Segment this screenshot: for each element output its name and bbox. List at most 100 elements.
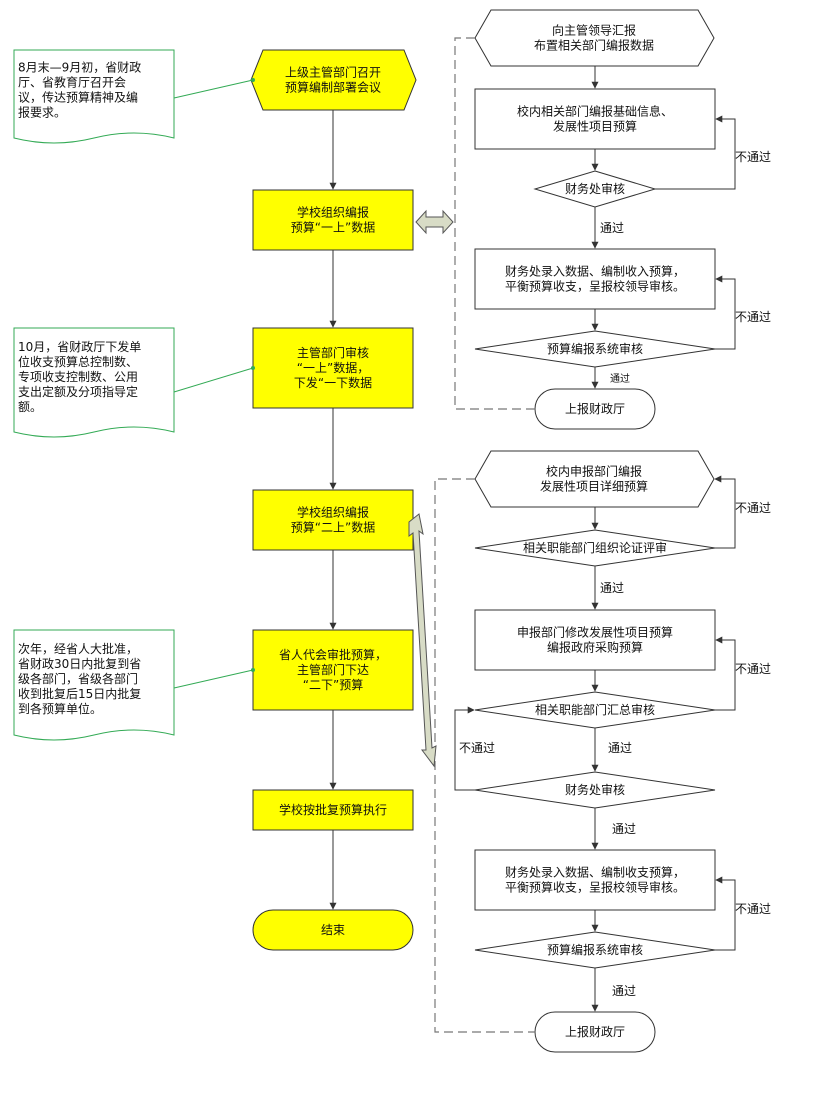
- upper-fail-label-1: 不通过: [735, 150, 771, 164]
- text-line: 议，传达预算精神及编: [18, 90, 138, 105]
- text-line: 预算编报系统审核: [547, 341, 643, 356]
- lower-arrows: [454, 475, 736, 1012]
- main-end-text: 结束: [321, 923, 345, 937]
- lower-expert-review-text: 相关职能部门组织论证评审: [523, 540, 667, 555]
- lower-pass-label-4: 通过: [612, 984, 636, 998]
- upper-report-leader-text: 向主管领导汇报布置相关部门编报数据: [534, 23, 654, 53]
- text-line: 编报政府采购预算: [547, 640, 643, 655]
- upper-double-arrow: [415, 209, 454, 235]
- note1-box: [13, 49, 175, 144]
- upper-fail-label-2: 不通过: [735, 310, 771, 324]
- main-step5-text: 省人代会审批预算，主管部门下达“二下”预算: [279, 647, 387, 692]
- lower-pass-label-2: 通过: [608, 741, 632, 755]
- text-line: 次年，经省人大批准，: [18, 641, 138, 656]
- upper-pass-label-1: 通过: [600, 221, 624, 235]
- lower-fail-label-4: 不通过: [459, 741, 495, 755]
- text-line: 平衡预算收支，呈报校领导审核。: [505, 279, 685, 294]
- text-line: 结束: [321, 923, 345, 937]
- main-step6-box: [252, 789, 414, 831]
- note1-text: 8月末—9月初，省财政厅、省教育厅召开会议，传达预算精神及编报要求。: [18, 61, 141, 120]
- lower-system-review-text: 预算编报系统审核: [547, 942, 643, 957]
- upper-dept-prepare-box: [474, 88, 716, 150]
- note3-connector: [173, 668, 255, 689]
- text-line: 发展性项目详细预算: [540, 479, 648, 494]
- text-line: 预算“一上”数据: [291, 220, 375, 235]
- main-end-shape: [252, 909, 414, 951]
- lower-fail-label-1: 不通过: [735, 501, 771, 515]
- upper-finance-entry-box: [474, 248, 716, 310]
- upper-finance-entry-text: 财务处录入数据、编制收入预算，平衡预算收支，呈报校领导审核。: [505, 264, 685, 294]
- text-line: 学校组织编报: [297, 205, 369, 220]
- text-line: 位收支预算总控制数、: [18, 354, 138, 369]
- main-step6-text: 学校按批复预算执行: [279, 802, 387, 817]
- text-line: 学校组织编报: [297, 505, 369, 520]
- upper-finance-review-text: 财务处审核: [565, 181, 625, 196]
- text-line: 相关职能部门组织论证评审: [523, 540, 667, 555]
- note3-text: 次年，经省人大批准，省财政30日内批复到省级各部门，省级各部门收到批复后15日内…: [18, 641, 141, 716]
- text-line: 学校按批复预算执行: [279, 802, 387, 817]
- note2-connector: [173, 366, 255, 393]
- lower-dept-revise-text: 申报部门修改发展性项目预算编报政府采购预算: [517, 625, 673, 655]
- text-line: 8月末—9月初，省财政: [18, 61, 141, 75]
- lower-finance-review-text: 财务处审核: [565, 782, 625, 797]
- text-line: 10月，省财政厅下发单: [18, 339, 141, 354]
- text-line: 校内相关部门编报基础信息、: [517, 104, 673, 119]
- lower-submit-text: 上报财政厅: [565, 1024, 625, 1039]
- text-line: 级各部门，省级各部门: [18, 671, 138, 686]
- text-line: 申报部门修改发展性项目预算: [517, 625, 673, 640]
- text-line: “二下”预算: [303, 677, 363, 692]
- lower-pass-label-1: 通过: [600, 581, 624, 595]
- text-line: 上级主管部门召开: [285, 65, 381, 80]
- note2-text: 10月，省财政厅下发单位收支预算总控制数、专项收支控制数、公用支出定额及分项指导…: [18, 339, 141, 414]
- note3-box: [13, 629, 175, 741]
- text-line: 主管部门审核: [297, 345, 369, 360]
- text-line: 上报财政厅: [565, 401, 625, 416]
- text-line: 报要求。: [18, 105, 66, 120]
- main-step3-box: [252, 327, 414, 409]
- note1-connector: [173, 78, 255, 99]
- lower-finance-entry-text: 财务处录入数据、编制收支预算，平衡预算收支，呈报校领导审核。: [505, 865, 685, 895]
- text-line: 收到批复后15日内批复: [18, 686, 141, 701]
- upper-submit-text: 上报财政厅: [565, 401, 625, 416]
- text-line: 财务处审核: [565, 181, 625, 196]
- text-line: 主管部门下达: [297, 662, 369, 677]
- lower-fail-label-3: 不通过: [735, 902, 771, 916]
- lower-pass-label-3: 通过: [612, 822, 636, 836]
- text-line: 支出定额及分项指导定: [18, 384, 138, 399]
- text-line: 财务处录入数据、编制收支预算，: [505, 865, 685, 880]
- text-line: 额。: [18, 400, 42, 414]
- text-line: 预算编制部署会议: [285, 80, 381, 95]
- text-line: 专项收支控制数、公用: [18, 369, 138, 384]
- text-line: 相关职能部门汇总审核: [535, 702, 655, 717]
- upper-dept-prepare-text: 校内相关部门编报基础信息、发展性项目预算: [517, 104, 673, 134]
- text-line: 厅、省教育厅召开会: [18, 75, 126, 90]
- diagonal-double-arrow: [408, 513, 437, 768]
- upper-system-review-text: 预算编报系统审核: [547, 341, 643, 356]
- main-step3-text: 主管部门审核“一上”数据，下发“一下数据: [294, 345, 372, 390]
- main-step1-text: 上级主管部门召开预算编制部署会议: [285, 65, 381, 95]
- main-step2-text: 学校组织编报预算“一上”数据: [291, 205, 375, 235]
- text-line: 向主管领导汇报: [552, 23, 636, 38]
- text-line: 到各预算单位。: [18, 701, 102, 716]
- text-line: 财务处审核: [565, 782, 625, 797]
- text-line: 财务处录入数据、编制收入预算，: [505, 264, 685, 279]
- note2-box: [13, 327, 175, 438]
- text-line: 发展性项目预算: [553, 119, 637, 134]
- text-line: 下发“一下数据: [294, 375, 372, 390]
- text-line: 省人代会审批预算，: [279, 647, 387, 662]
- lower-summary-review-text: 相关职能部门汇总审核: [535, 702, 655, 717]
- text-line: 布置相关部门编报数据: [534, 38, 654, 53]
- text-line: 预算“二上”数据: [291, 520, 375, 535]
- text-line: 平衡预算收支，呈报校领导审核。: [505, 880, 685, 895]
- lower-fail-label-2: 不通过: [735, 662, 771, 676]
- main-step4-text: 学校组织编报预算“二上”数据: [291, 505, 375, 535]
- upper-arrows: [591, 66, 736, 389]
- text-line: “一上”数据，: [297, 360, 369, 375]
- text-line: 省财政30日内批复到省: [18, 656, 141, 671]
- main-step4-box: [252, 489, 414, 551]
- upper-pass-label-2: 通过: [610, 372, 630, 385]
- text-line: 上报财政厅: [565, 1024, 625, 1039]
- text-line: 校内申报部门编报: [546, 464, 642, 479]
- text-line: 预算编报系统审核: [547, 942, 643, 957]
